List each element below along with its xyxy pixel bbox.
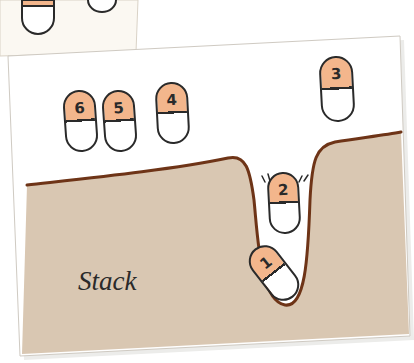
callout-number: 2 xyxy=(269,180,298,199)
callout-number: 4 xyxy=(157,90,187,109)
capsule: 2 xyxy=(266,171,301,235)
capsule: 4 xyxy=(154,81,190,145)
ground-edge xyxy=(27,132,401,305)
callout-number: 1 xyxy=(249,247,282,278)
callout-number: 3 xyxy=(321,64,352,84)
ground xyxy=(22,132,409,354)
main-card xyxy=(8,36,410,356)
callout-number: 6 xyxy=(65,98,95,118)
capsule: 3 xyxy=(318,55,355,123)
stack-label: Stack xyxy=(78,266,136,297)
back-capsule-top xyxy=(22,0,54,6)
callout-number: 5 xyxy=(104,98,134,118)
capsule: 5 xyxy=(101,89,138,153)
back-card xyxy=(0,0,138,56)
back-capsule-2 xyxy=(88,0,116,12)
capsule: 6 xyxy=(62,89,99,153)
back-capsule xyxy=(22,0,54,34)
